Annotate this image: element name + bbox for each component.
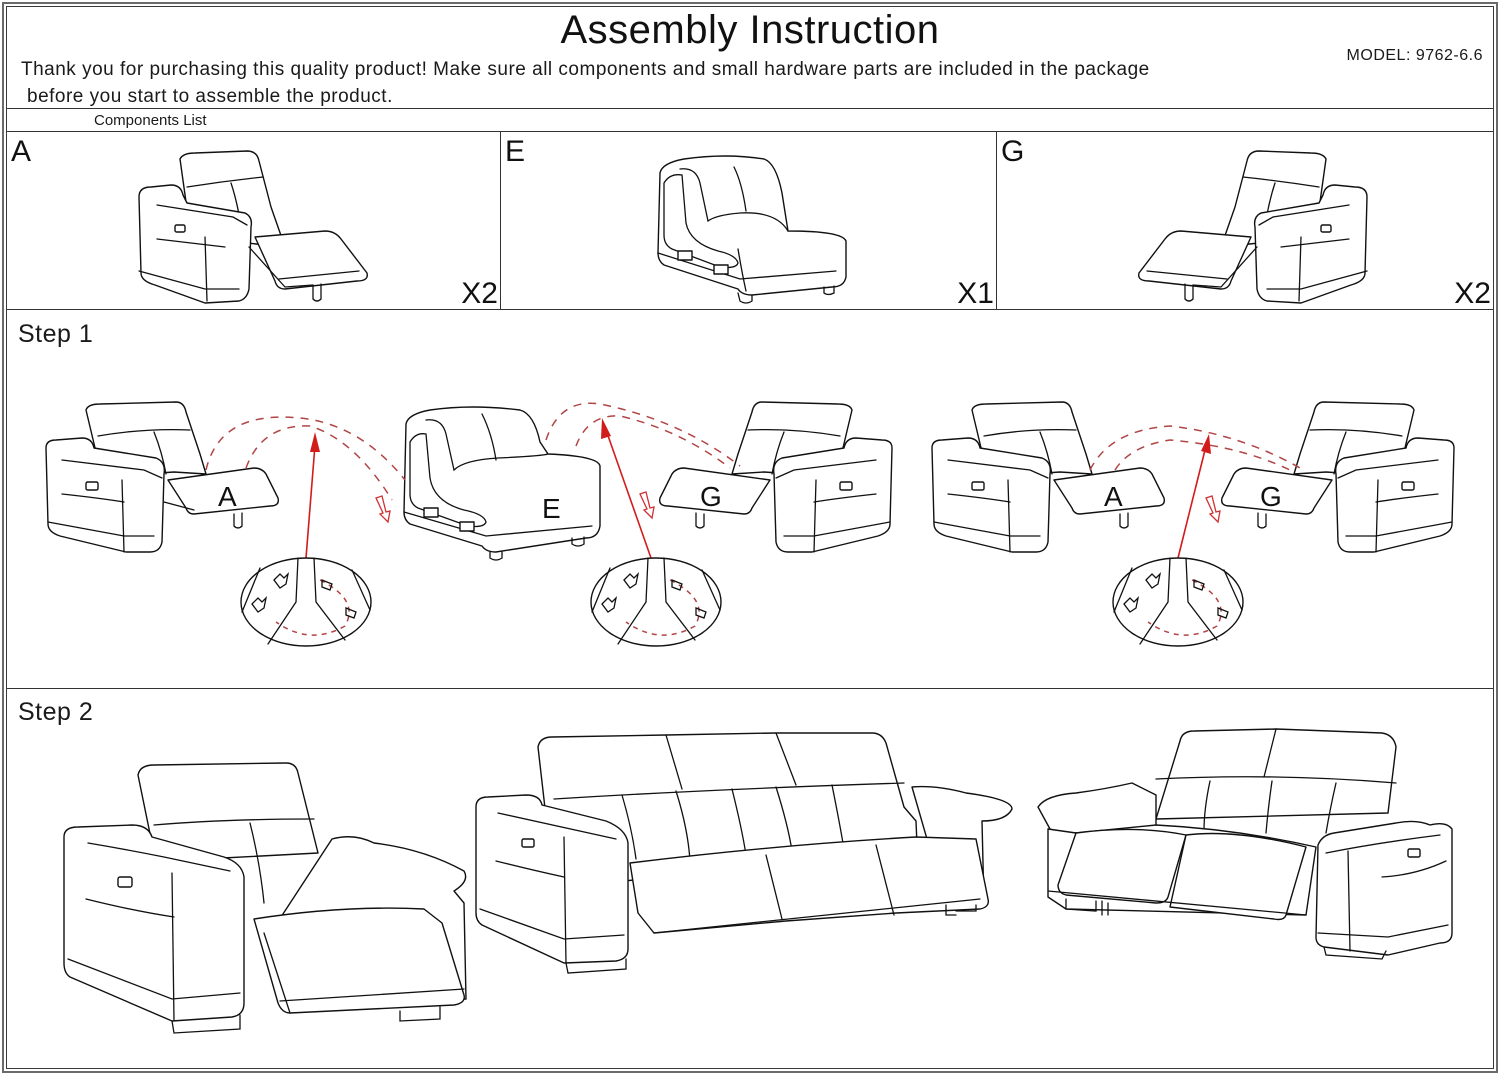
pointer-arrow: [1177, 445, 1207, 559]
connector-path: [575, 415, 731, 469]
step1-part-a-left: A: [45, 401, 280, 553]
component-letter: A: [11, 135, 32, 168]
svg-text:G: G: [700, 481, 722, 512]
arrowhead-icon: [601, 418, 611, 439]
connector-path: [545, 402, 741, 467]
component-e: E X1: [501, 133, 996, 310]
step1-part-g-center: G: [658, 401, 893, 553]
down-arrow-icon: [1205, 495, 1221, 524]
pointer-arrow: [605, 429, 652, 559]
arrowhead-icon: [310, 432, 320, 452]
down-arrow-icon: [639, 491, 655, 520]
pointer-arrow: [305, 444, 316, 559]
divider-component-2: [996, 131, 997, 310]
svg-text:E: E: [542, 493, 561, 524]
bracket-detail-callout: [590, 557, 722, 647]
connector-path: [245, 425, 393, 501]
component-g: G X2: [997, 133, 1493, 310]
document-title: Assembly Instruction: [560, 8, 940, 52]
divider-step-2: [7, 688, 1493, 689]
connector-path: [1089, 425, 1301, 471]
connector-bracket-icon: [423, 507, 439, 518]
step-1-diagram: A E: [45, 401, 1455, 647]
divider-components-bottom: [7, 309, 1493, 310]
connector-bracket-icon: [677, 250, 693, 261]
loveseat-illustration: [1037, 728, 1453, 960]
divider-components-top: [7, 131, 1493, 132]
bracket-detail-callout: [1112, 557, 1244, 647]
model-number: MODEL: 9762-6.6: [1346, 47, 1483, 64]
power-button-icon: [971, 481, 985, 491]
arrowhead-icon: [1201, 434, 1211, 454]
armless-wedge-illustration: [657, 155, 847, 304]
step1-part-e: E: [403, 406, 601, 561]
step-2-label: Step 2: [18, 698, 94, 726]
bracket-detail-callout: [240, 557, 372, 647]
recliner-chair-illustration: [63, 762, 467, 1034]
component-letter: G: [1001, 135, 1025, 168]
component-quantity: X1: [957, 277, 994, 310]
power-button-icon: [174, 224, 186, 233]
connector-path: [1114, 439, 1291, 471]
component-a: A X2: [7, 133, 500, 310]
recliner-left-arm-illustration: [138, 150, 368, 304]
intro-line-1: Thank you for purchasing this quality pr…: [21, 59, 1150, 80]
step-2-diagram: [63, 728, 1453, 1034]
recliner-right-arm-illustration: [1138, 150, 1368, 304]
connector-bracket-icon: [459, 521, 475, 532]
divider-component-1: [500, 131, 501, 310]
step1-part-a-right: A: [931, 401, 1166, 553]
power-button-icon: [117, 876, 133, 888]
connector-bracket-icon: [713, 264, 729, 275]
power-button-icon: [839, 481, 853, 491]
down-arrow-icon: [375, 495, 391, 524]
svg-text:A: A: [1104, 481, 1123, 512]
component-quantity: X2: [1454, 277, 1491, 310]
step1-part-g-right: G: [1220, 401, 1455, 553]
step-1-label: Step 1: [18, 320, 94, 348]
components-list-heading: Components List: [94, 112, 207, 129]
power-button-icon: [85, 481, 99, 491]
inner-frame: [6, 6, 1494, 1069]
component-letter: E: [505, 135, 526, 168]
power-button-icon: [521, 838, 535, 848]
svg-text:A: A: [218, 481, 237, 512]
svg-text:G: G: [1260, 481, 1282, 512]
power-button-icon: [1401, 481, 1415, 491]
component-quantity: X2: [461, 277, 498, 310]
power-button-icon: [1407, 848, 1421, 858]
power-button-icon: [1320, 224, 1332, 233]
connector-path: [205, 416, 406, 481]
sofa-illustration: [475, 732, 1013, 974]
intro-line-2: before you start to assemble the product…: [27, 86, 393, 107]
intro-text: Thank you for purchasing this quality pr…: [21, 56, 1150, 110]
divider-header: [7, 108, 1493, 109]
